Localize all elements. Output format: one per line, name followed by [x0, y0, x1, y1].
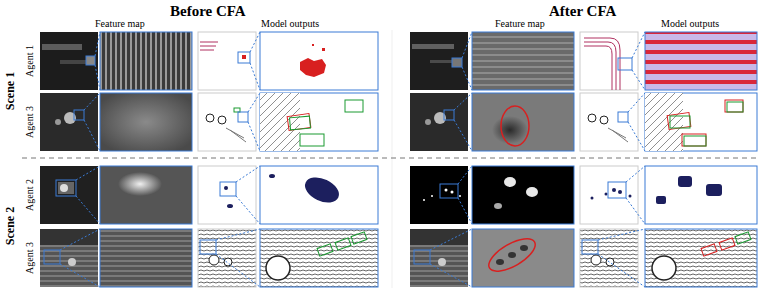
- section-title: After CFA: [549, 4, 616, 19]
- column-header: Model outputs: [261, 19, 319, 29]
- scene-label: Scene 2: [4, 207, 16, 245]
- agent-label: Agent 3: [25, 106, 35, 138]
- agent-label: Agent 3: [25, 242, 35, 274]
- column-header: Feature map: [95, 19, 145, 29]
- agent-label: Agent 2: [25, 179, 35, 211]
- scene-label: Scene 1: [4, 72, 16, 110]
- column-header: Model outputs: [661, 19, 719, 29]
- column-header: Feature map: [495, 19, 545, 29]
- agent-label: Agent 1: [25, 45, 35, 77]
- section-title: Before CFA: [170, 4, 246, 19]
